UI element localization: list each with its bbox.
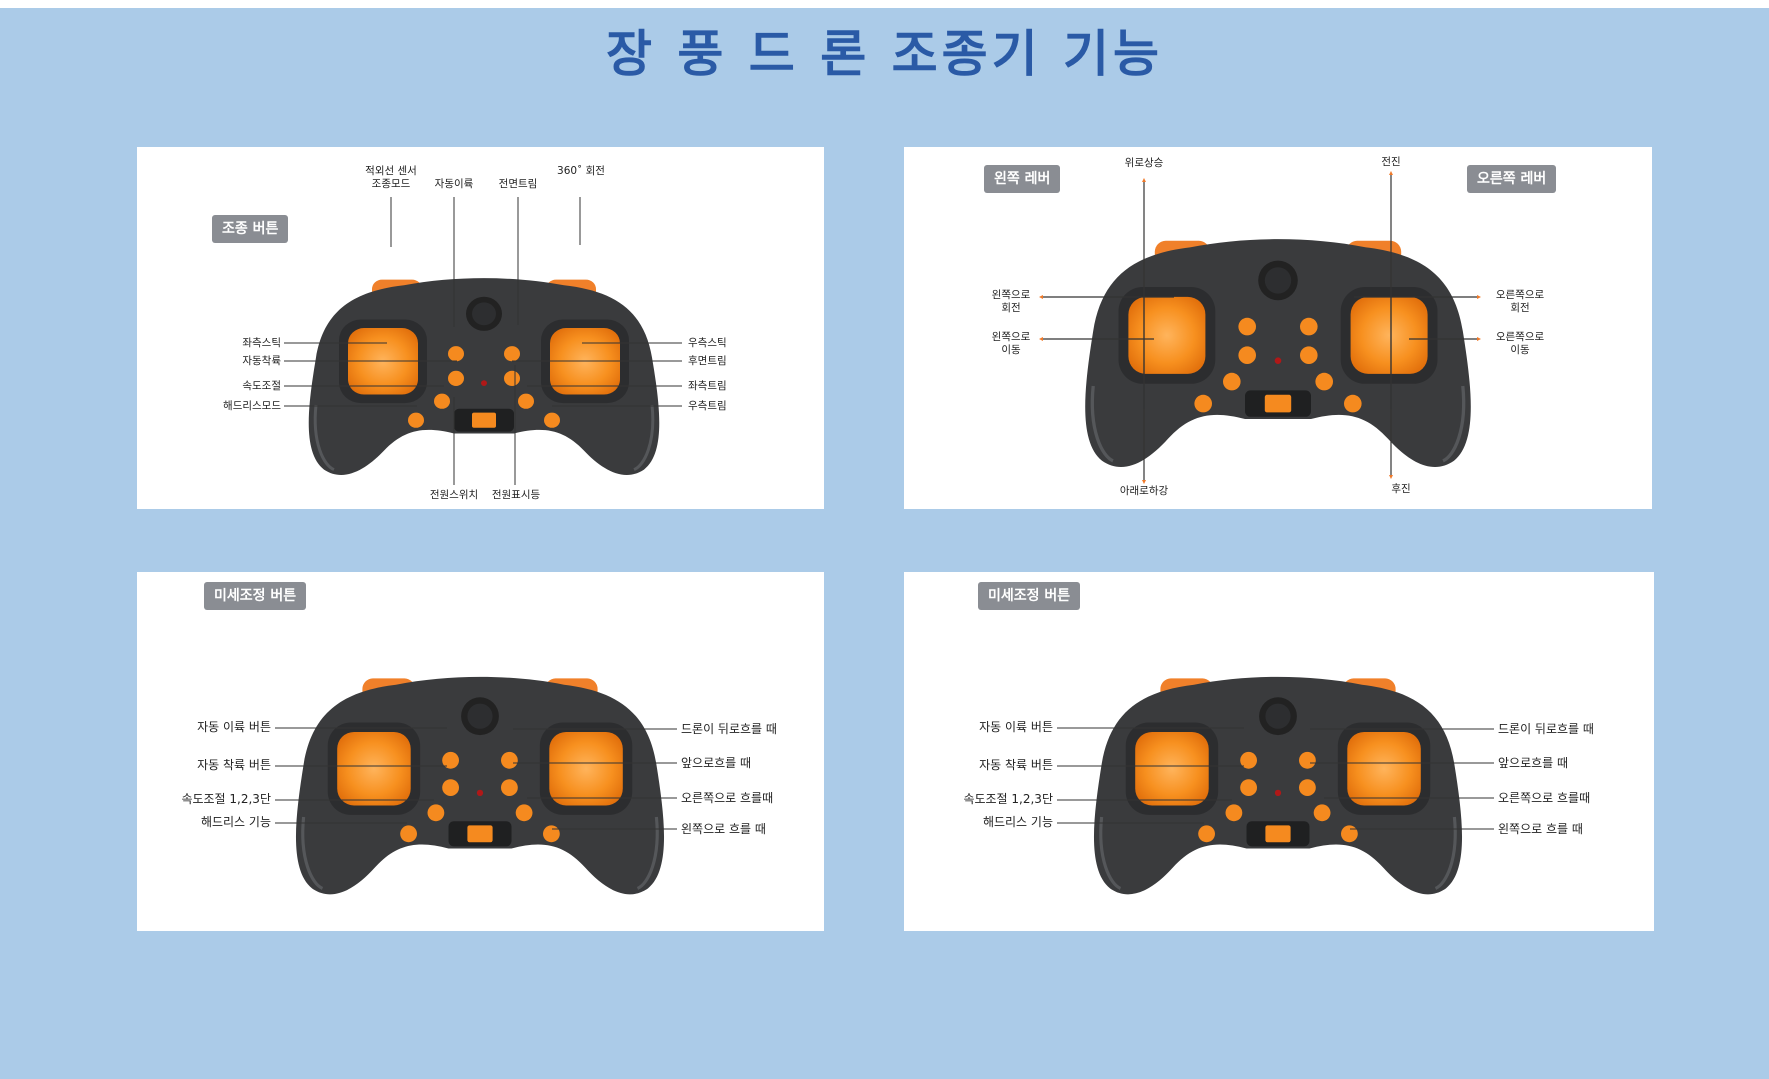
- top-border: [0, 0, 1769, 8]
- label-drift-left: 왼쪽으로 흐를 때: [681, 822, 766, 837]
- label-360-rotate: 360˚ 회전: [548, 165, 614, 178]
- label-headless-fn: 해드리스 기능: [924, 815, 1053, 830]
- label-auto-landing-btn: 자동 착륙 버튼: [924, 758, 1053, 773]
- label-left-stick: 좌측스틱: [177, 337, 281, 350]
- label-power-led: 전원표시등: [482, 489, 550, 502]
- label-backward: 후진: [1374, 483, 1428, 496]
- panel-control-buttons: 조종 버튼 적외선 센서 조종모드 자동이륙 전면트림 360˚ 회전 좌측스틱…: [137, 147, 824, 509]
- controller-diagram-3: [137, 572, 824, 931]
- label-forward: 전진: [1364, 156, 1418, 169]
- label-rotate-right: 오른쪽으로 회전: [1484, 289, 1556, 315]
- label-auto-landing: 자동착륙: [177, 355, 281, 368]
- label-drift-forward: 앞으로흐를 때: [1498, 756, 1568, 771]
- label-drift-back: 드론이 뒤로흐를 때: [1498, 722, 1594, 737]
- panel-levers: 왼쪽 레버 오른쪽 레버 위로상승 전진 아래로하강 후진 왼쪽으로 회전 왼쪽…: [904, 147, 1652, 509]
- label-back-trim: 후면트림: [688, 355, 727, 368]
- label-headless: 해드리스모드: [177, 400, 281, 413]
- page-title: 장 풍 드 론 조종기 기능: [0, 14, 1769, 86]
- label-drift-back: 드론이 뒤로흐를 때: [681, 722, 777, 737]
- tag-fine-tune-1: 미세조정 버튼: [204, 582, 306, 610]
- label-power-switch: 전원스위치: [420, 489, 488, 502]
- label-auto-takeoff: 자동이륙: [424, 178, 484, 191]
- label-auto-takeoff-btn: 자동 이륙 버튼: [147, 720, 271, 735]
- label-left-trim: 좌측트림: [688, 380, 727, 393]
- controller-diagram-2: [904, 147, 1652, 509]
- label-up: 위로상승: [1109, 157, 1179, 170]
- label-move-right: 오른쪽으로 이동: [1484, 331, 1556, 357]
- label-auto-landing-btn: 자동 착륙 버튼: [147, 758, 271, 773]
- label-speed-levels: 속도조절 1,2,3단: [147, 792, 271, 807]
- controller-diagram-4: [904, 572, 1654, 931]
- tag-control-buttons: 조종 버튼: [212, 215, 288, 243]
- label-front-trim: 전면트림: [488, 178, 548, 191]
- label-down: 아래로하강: [1104, 485, 1184, 498]
- tag-left-lever: 왼쪽 레버: [984, 165, 1060, 193]
- label-drift-right: 오른쪽으로 흐를때: [1498, 791, 1590, 806]
- label-drift-forward: 앞으로흐를 때: [681, 756, 751, 771]
- panel-fine-tune-2: 미세조정 버튼 자동 이륙 버튼 자동 착륙 버튼 속도조절 1,2,3단 해드…: [904, 572, 1654, 931]
- label-drift-right: 오른쪽으로 흐를때: [681, 791, 773, 806]
- label-auto-takeoff-btn: 자동 이륙 버튼: [924, 720, 1053, 735]
- label-rotate-left: 왼쪽으로 회전: [981, 289, 1041, 315]
- tag-fine-tune-2: 미세조정 버튼: [978, 582, 1080, 610]
- label-headless-fn: 해드리스 기능: [147, 815, 271, 830]
- panel-fine-tune-1: 미세조정 버튼 자동 이륙 버튼 자동 착륙 버튼 속도조절 1,2,3단 해드…: [137, 572, 824, 931]
- label-speed-levels: 속도조절 1,2,3단: [924, 792, 1053, 807]
- label-right-trim: 우측트림: [688, 400, 727, 413]
- label-speed: 속도조절: [177, 380, 281, 393]
- controller-diagram-1: [137, 147, 824, 509]
- tag-right-lever: 오른쪽 레버: [1467, 165, 1556, 193]
- label-move-left: 왼쪽으로 이동: [981, 331, 1041, 357]
- label-right-stick: 우측스틱: [688, 337, 727, 350]
- label-drift-left: 왼쪽으로 흐를 때: [1498, 822, 1583, 837]
- label-ir-sensor: 적외선 센서 조종모드: [356, 165, 426, 191]
